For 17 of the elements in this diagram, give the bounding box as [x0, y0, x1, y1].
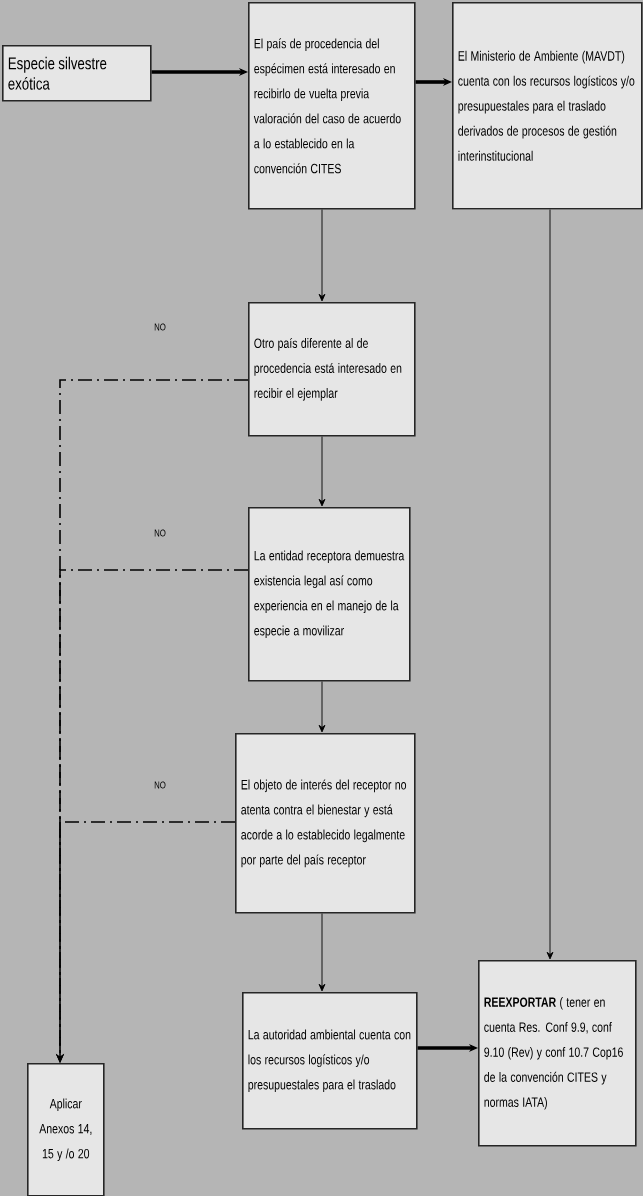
- process-box: La entidad receptora demuestra existencia legal así como experiencia en el manejo de la especie a movilizar: [248, 507, 411, 682]
- edge-label: NO: [153, 322, 167, 332]
- arrow: [546, 209, 554, 960]
- arrow: [318, 209, 326, 302]
- edge-label: NO: [153, 528, 167, 538]
- process-box: El objeto de interés del receptor no atenta contra el bienestar y está acorde a lo establecido legalmente por parte del país receptor: [235, 733, 416, 914]
- process-box: El Ministerio de Ambiente (MAVDT) cuenta con los recursos logísticos y/o presupuestales para el traslado derivados de procesos de gestión interinstitucional: [452, 2, 643, 210]
- process-box: Especie silvestre exótica: [2, 45, 152, 102]
- arrow: [318, 436, 326, 507]
- arrow: [318, 913, 326, 992]
- process-box: El país de procedencia del espécimen está interesado en recibirlo de vuelta previa valoración del caso de acuerdo a lo establecido en la convención CITES: [248, 2, 416, 210]
- process-box: Otro país diferente al de procedencia está interesado en recibir el ejemplar: [248, 302, 416, 437]
- process-box: Aplicar Anexos 14, 15 y /o 20: [27, 1063, 105, 1196]
- process-box: REEXPORTAR ( tener en cuenta Res. Conf 9.9, conf 9.10 (Rev) y conf 10.7 Cop16 de la convención CITES y normas IATA): [478, 960, 637, 1147]
- process-box: La autoridad ambiental cuenta con los recursos logísticos y/o presupuestales para el traslado: [242, 992, 418, 1130]
- arrow: [318, 681, 326, 733]
- edge-label: NO: [153, 780, 167, 790]
